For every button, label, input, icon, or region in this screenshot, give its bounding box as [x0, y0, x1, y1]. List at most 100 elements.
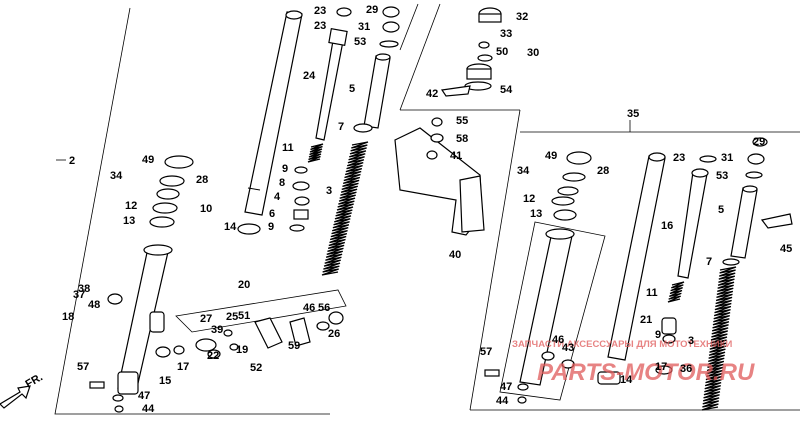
- part-label-47: 47: [138, 390, 150, 402]
- part-label-12: 12: [125, 200, 137, 212]
- part-label-33: 33: [500, 28, 512, 40]
- part-label-25: 25: [226, 311, 238, 323]
- part-label-3: 3: [688, 335, 694, 347]
- part-label-55: 55: [456, 115, 468, 127]
- part-label-44: 44: [142, 403, 155, 415]
- part-label-6: 6: [269, 208, 275, 220]
- right-fork-tube: [607, 152, 666, 361]
- left-fork-tube: [244, 10, 303, 216]
- front-label: FR.: [24, 371, 45, 390]
- right-damper-rod: [677, 168, 709, 279]
- right-fork-leg: [499, 221, 606, 401]
- part-label-24: 24: [303, 70, 316, 82]
- part-label-54: 54: [500, 84, 513, 96]
- part-label-28: 28: [597, 165, 609, 177]
- part-label-49: 49: [545, 150, 557, 162]
- part-label-9: 9: [655, 329, 661, 341]
- part-label-45: 45: [780, 243, 792, 255]
- damper-rod: [315, 28, 348, 141]
- part-label-28: 28: [196, 174, 208, 186]
- part-label-7: 7: [338, 121, 344, 133]
- part-label-12: 12: [523, 193, 535, 205]
- part-label-5: 5: [349, 83, 355, 95]
- part-label-9: 9: [282, 163, 288, 175]
- part-label-4: 4: [274, 191, 281, 203]
- left-small-parts: [89, 6, 400, 413]
- right-fork-spacer: [730, 185, 758, 259]
- part-label-38: 38: [78, 283, 90, 295]
- part-label-7: 7: [706, 256, 712, 268]
- left-fork-leg: [117, 244, 173, 395]
- part-label-17: 17: [177, 361, 189, 373]
- part-label-14: 14: [620, 374, 633, 386]
- part-label-42: 42: [426, 88, 438, 100]
- part-label-46: 46: [303, 302, 315, 314]
- part-label-35: 35: [627, 108, 639, 120]
- part-label-39: 39: [211, 324, 223, 336]
- part-label-36: 36: [680, 363, 692, 375]
- front-direction-arrow: FR.: [0, 371, 45, 409]
- part-label-26: 26: [328, 328, 340, 340]
- part-label-29: 29: [366, 4, 378, 16]
- fork-spacer: [363, 53, 391, 129]
- part-label-27: 27: [200, 313, 212, 325]
- part-label-17: 17: [655, 361, 667, 373]
- part-label-37: 37: [73, 289, 85, 301]
- part-label-13: 13: [530, 208, 542, 220]
- part-label-34: 34: [517, 165, 530, 177]
- part-label-5: 5: [718, 204, 724, 216]
- watermark: ЗАПЧАСТИ АКСЕССУАРЫ ДЛЯ МОТОТЕХНИКИ PART…: [512, 339, 755, 386]
- part-label-50: 50: [496, 46, 508, 58]
- frame-lines: [54, 3, 800, 415]
- part-label-34: 34: [110, 170, 123, 182]
- part-label-30: 30: [527, 47, 539, 59]
- part-label-18: 18: [62, 311, 74, 323]
- part-label-11: 11: [646, 287, 658, 299]
- part-label-31: 31: [358, 21, 370, 33]
- part-label-52: 52: [250, 362, 262, 374]
- part-label-47: 47: [500, 381, 512, 393]
- right-spring: [667, 266, 737, 411]
- part-label-56: 56: [318, 302, 330, 314]
- part-label-2: 2: [69, 155, 75, 167]
- left-small-spring: [307, 143, 324, 163]
- part-label-57: 57: [480, 346, 492, 358]
- part-label-23: 23: [673, 152, 685, 164]
- right-small-parts: [484, 137, 793, 404]
- part-label-57: 57: [77, 361, 89, 373]
- part-label-8: 8: [279, 177, 285, 189]
- bracket-group: [175, 289, 347, 359]
- part-label-23: 23: [314, 20, 326, 32]
- part-label-59: 59: [288, 340, 300, 352]
- part-label-3: 3: [326, 185, 332, 197]
- part-label-20: 20: [238, 279, 250, 291]
- part-label-21: 21: [640, 314, 652, 326]
- part-label-19: 19: [236, 344, 248, 356]
- watermark-site: PARTS-MOTOR.RU: [537, 359, 755, 386]
- top-right-parts: [440, 7, 502, 97]
- part-label-51: 51: [238, 310, 250, 322]
- part-label-58: 58: [456, 133, 468, 145]
- part-label-22: 22: [207, 350, 219, 362]
- part-label-32: 32: [516, 11, 528, 23]
- part-label-48: 48: [88, 299, 100, 311]
- part-label-46: 46: [552, 334, 564, 346]
- watermark-line: ЗАПЧАСТИ АКСЕССУАРЫ ДЛЯ МОТОТЕХНИКИ: [512, 339, 732, 350]
- part-label-16: 16: [661, 220, 673, 232]
- part-label-14: 14: [224, 221, 237, 233]
- part-label-31: 31: [721, 152, 733, 164]
- part-label-49: 49: [142, 154, 154, 166]
- part-label-15: 15: [159, 375, 171, 387]
- part-label-41: 41: [450, 150, 462, 162]
- left-spring: [321, 141, 369, 276]
- steering-stem: [394, 117, 485, 236]
- part-label-53: 53: [716, 170, 728, 182]
- part-label-13: 13: [123, 215, 135, 227]
- part-label-40: 40: [449, 249, 461, 261]
- part-label-29: 29: [753, 136, 765, 148]
- part-label-44: 44: [496, 395, 509, 407]
- part-label-43: 43: [562, 342, 574, 354]
- part-label-9: 9: [268, 221, 274, 233]
